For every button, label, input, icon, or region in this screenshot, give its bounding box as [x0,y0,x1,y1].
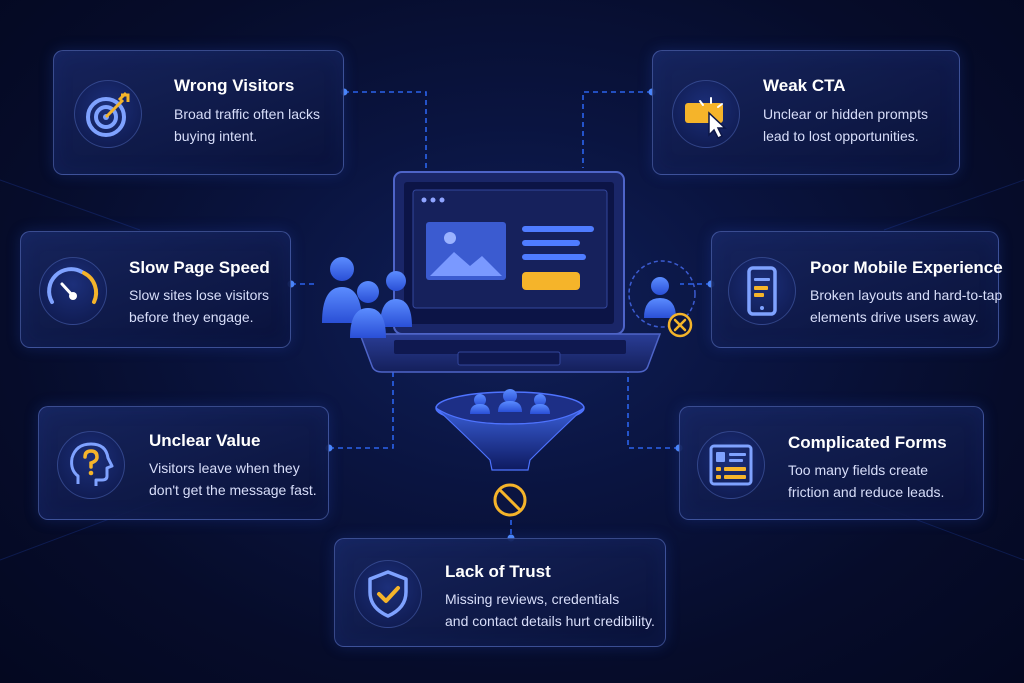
card-title: Unclear Value [149,431,261,450]
card-slow-page-speed: Slow Page Speed Slow sites lose visitors… [20,231,291,348]
card-title: Poor Mobile Experience [810,258,1003,277]
card-lack-of-trust: Lack of Trust Missing reviews, credentia… [334,538,666,647]
card-complicated-forms: Complicated Forms Too many fields create… [679,406,984,520]
card-title: Lack of Trust [445,562,551,581]
connector-forms [627,372,679,449]
smartphone-icon [728,257,796,325]
prohibited-icon [493,483,527,517]
card-title: Weak CTA [763,76,846,95]
connector-wrong-visitors [344,91,427,168]
form-icon [697,431,765,499]
card-title: Slow Page Speed [129,258,270,277]
target-icon [74,80,142,148]
head-question-icon [57,431,125,499]
card-poor-mobile-experience: Poor Mobile Experience Broken layouts an… [711,231,1003,348]
card-title: Complicated Forms [788,433,947,452]
card-wrong-visitors: Wrong Visitors Broad traffic often lacks… [53,50,344,175]
user-blocked-icon [628,260,696,338]
card-title: Wrong Visitors [174,76,295,95]
cursor-click-icon [672,80,740,148]
connector-unclear-value [329,372,394,449]
speedometer-icon [39,257,107,325]
connector-weak-cta [582,91,652,168]
laptop-icon [358,171,662,373]
shield-check-icon [354,560,422,628]
funnel-icon [435,389,585,471]
users-group-icon [322,257,412,338]
